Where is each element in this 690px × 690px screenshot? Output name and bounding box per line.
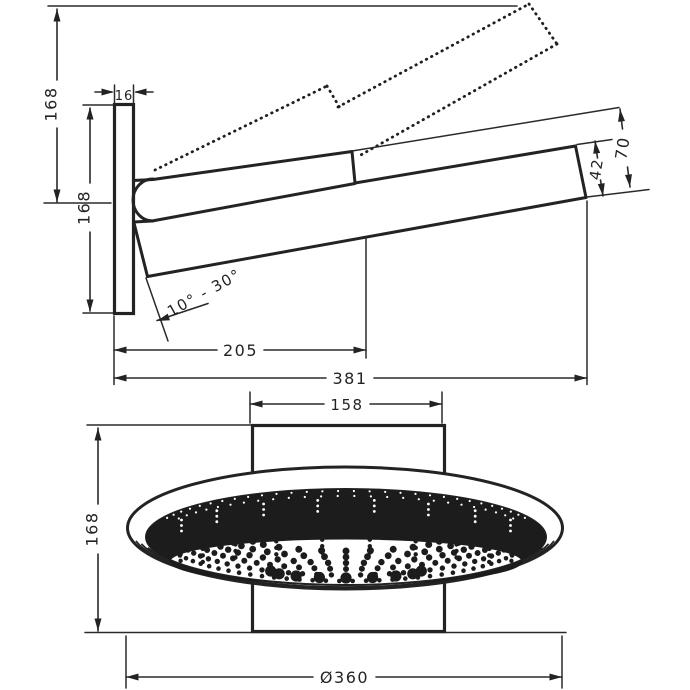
ext-bracket-width xyxy=(249,391,443,424)
arm-bottom-root xyxy=(132,219,154,224)
dim-diameter-label: Ø360 xyxy=(320,668,369,687)
dim-tilt-angle-label: 10° - 30° xyxy=(164,265,244,320)
dim-projection-mid-label: 205 xyxy=(223,341,258,360)
arm-top-edge xyxy=(151,150,354,181)
dim-diameter: Ø360 xyxy=(125,668,563,687)
dim-front-height: 168 xyxy=(83,427,102,632)
arm-head-step xyxy=(350,150,357,185)
dim-head-height-label: 70 xyxy=(611,135,633,161)
raised-head-end-cap xyxy=(527,2,559,46)
dim-bracket-width-label: 158 xyxy=(330,396,363,414)
arm-bottom-edge xyxy=(150,182,357,223)
dim-projection-mid: 205 xyxy=(113,341,367,360)
arm-top-root xyxy=(132,178,155,182)
spray-dots xyxy=(162,489,530,584)
head-bottom-edge xyxy=(146,196,588,278)
dim-projection-total-label: 381 xyxy=(332,369,367,388)
wall-plate xyxy=(112,102,136,316)
raised-head-bottom-edge xyxy=(357,42,559,158)
ext-plate-width xyxy=(113,84,135,105)
head-end-cap xyxy=(574,144,588,199)
product-body-fill xyxy=(134,146,586,277)
raised-arm-top-edge xyxy=(153,84,329,172)
head-back-face xyxy=(132,221,149,278)
dim-plate-depth-label: 16 xyxy=(115,89,134,104)
dim-bracket-width: 158 xyxy=(249,396,443,414)
shower-arm-side xyxy=(132,150,357,224)
dim-overall-height-label: 168 xyxy=(42,86,61,121)
ext-angle-ray xyxy=(145,277,169,342)
dim-head-height: 70 xyxy=(611,108,634,188)
ext-plate-height xyxy=(82,104,115,314)
dim-head-thickness-label: 42 xyxy=(586,157,607,182)
side-view: 168 16 168 42 70 xyxy=(42,2,650,388)
dim-plate-height: 168 xyxy=(75,107,94,312)
dim-overall-height: 168 xyxy=(42,8,61,203)
shower-head-side xyxy=(132,144,588,278)
raised-position-outline xyxy=(153,2,559,172)
raised-head-top-edge xyxy=(336,2,531,109)
dim-plate-depth: 16 xyxy=(94,88,154,104)
ext-head-bottom xyxy=(586,188,650,198)
dim-head-thickness: 42 xyxy=(586,140,607,197)
nozzle-dark-band xyxy=(146,489,546,585)
dim-projection-total: 381 xyxy=(113,369,588,388)
front-view: 158 168 Ø360 xyxy=(83,391,567,689)
head-top-edge xyxy=(353,144,577,185)
ball-joint xyxy=(131,177,155,223)
raised-arm-step xyxy=(325,84,342,110)
ext-arm-axis xyxy=(351,106,620,152)
dim-front-height-label: 168 xyxy=(83,511,102,546)
head-disc xyxy=(126,465,564,591)
dim-plate-height-label: 168 xyxy=(75,190,94,225)
ext-diameter xyxy=(125,635,563,689)
